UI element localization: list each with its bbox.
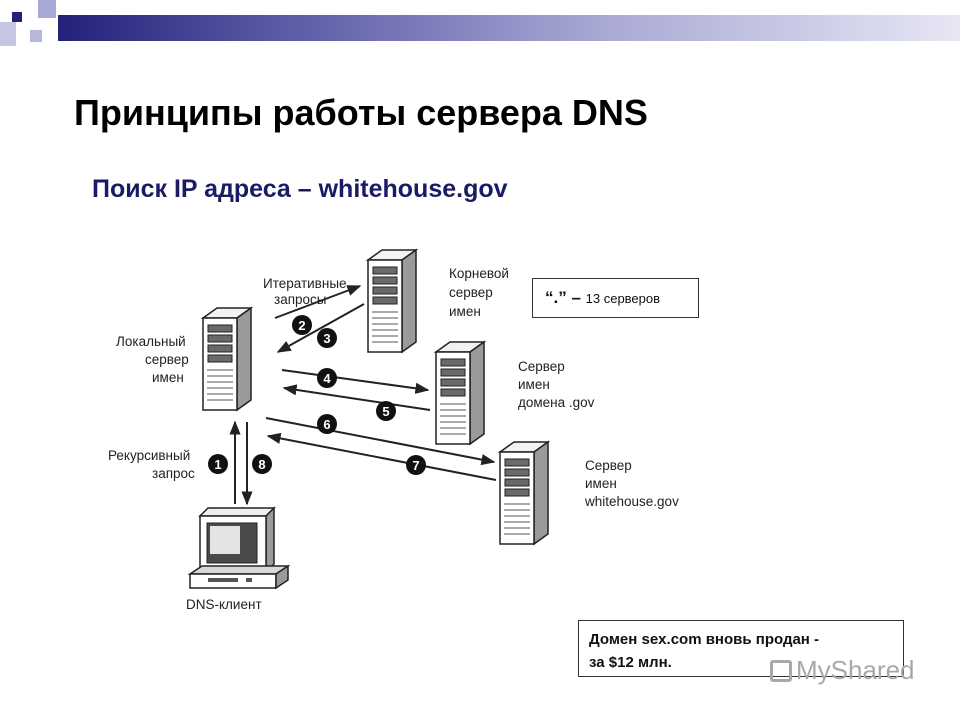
corner-square-dark-1 bbox=[12, 12, 22, 22]
gov-server-icon bbox=[435, 341, 485, 445]
step-8-badge: 8 bbox=[252, 454, 272, 474]
label-iterative-line2: запросы bbox=[274, 292, 326, 307]
step-5-badge: 5 bbox=[376, 401, 396, 421]
local-server-icon bbox=[202, 307, 252, 411]
svg-text:1: 1 bbox=[214, 457, 221, 472]
watermark-logo-icon bbox=[770, 660, 792, 682]
step-4-badge: 4 bbox=[317, 368, 337, 388]
label-gov-line1: Сервер bbox=[518, 359, 565, 374]
arrow-step-2 bbox=[274, 285, 362, 319]
watermark-text: MyShared bbox=[796, 655, 915, 685]
label-root-line2: сервер bbox=[449, 285, 493, 300]
svg-text:7: 7 bbox=[412, 458, 419, 473]
label-recursive-line2: запрос bbox=[152, 466, 195, 481]
label-recursive-line1: Рекурсивный bbox=[108, 448, 190, 463]
label-gov-line3: домена .gov bbox=[518, 395, 595, 410]
label-gov-line2: имен bbox=[518, 377, 550, 392]
corner-square-lilac-2 bbox=[0, 22, 16, 46]
label-local-line1: Локальный bbox=[116, 334, 186, 349]
step-6-badge: 6 bbox=[317, 414, 337, 434]
label-whitehouse-line2: имен bbox=[585, 476, 617, 491]
whitehouse-server-icon bbox=[499, 441, 549, 545]
label-whitehouse-line3: whitehouse.gov bbox=[584, 494, 679, 509]
svg-text:5: 5 bbox=[382, 404, 389, 419]
label-whitehouse-line1: Сервер bbox=[585, 458, 632, 473]
root-servers-quote: “.” bbox=[545, 288, 567, 307]
label-dns-client: DNS-клиент bbox=[186, 597, 262, 612]
root-servers-note: “.” – 13 серверов bbox=[532, 278, 699, 318]
slide-title: Принципы работы сервера DNS bbox=[74, 92, 648, 133]
svg-text:6: 6 bbox=[323, 417, 330, 432]
svg-text:2: 2 bbox=[298, 318, 305, 333]
slide-subtitle: Поиск IP адреса – whitehouse.gov bbox=[92, 175, 508, 203]
domain-sale-line2: за $12 млн. bbox=[589, 654, 672, 671]
root-server-icon bbox=[367, 249, 417, 353]
corner-square-lilac-3 bbox=[30, 30, 42, 42]
step-1-badge: 1 bbox=[208, 454, 228, 474]
label-root-line1: Корневой bbox=[449, 266, 509, 281]
corner-square-lilac-1 bbox=[38, 0, 56, 18]
root-servers-text: 13 серверов bbox=[585, 290, 661, 306]
arrow-step-6 bbox=[265, 417, 496, 466]
label-iterative-line1: Итеративные bbox=[263, 276, 347, 291]
domain-sale-note: Домен sex.com вновь продан - за $12 млн. bbox=[578, 620, 904, 677]
arrow-step-4 bbox=[281, 369, 430, 394]
step-3-badge: 3 bbox=[317, 328, 337, 348]
step-2-badge: 2 bbox=[292, 315, 312, 335]
top-accent-bar bbox=[58, 15, 960, 41]
arrow-step-7 bbox=[266, 432, 497, 481]
svg-text:8: 8 bbox=[258, 457, 265, 472]
svg-text:4: 4 bbox=[323, 371, 331, 386]
svg-text:3: 3 bbox=[323, 331, 330, 346]
arrow-step-5 bbox=[282, 384, 431, 411]
watermark: MyShared bbox=[770, 655, 915, 686]
label-local-line2: сервер bbox=[145, 352, 189, 367]
root-servers-dash: – bbox=[566, 288, 586, 307]
step-7-badge: 7 bbox=[406, 455, 426, 475]
label-root-line3: имен bbox=[449, 304, 481, 319]
domain-sale-line1: Домен sex.com вновь продан - bbox=[589, 631, 820, 648]
dns-client-computer-icon bbox=[187, 506, 291, 590]
label-local-line3: имен bbox=[152, 370, 184, 385]
arrow-step-3 bbox=[276, 303, 365, 353]
